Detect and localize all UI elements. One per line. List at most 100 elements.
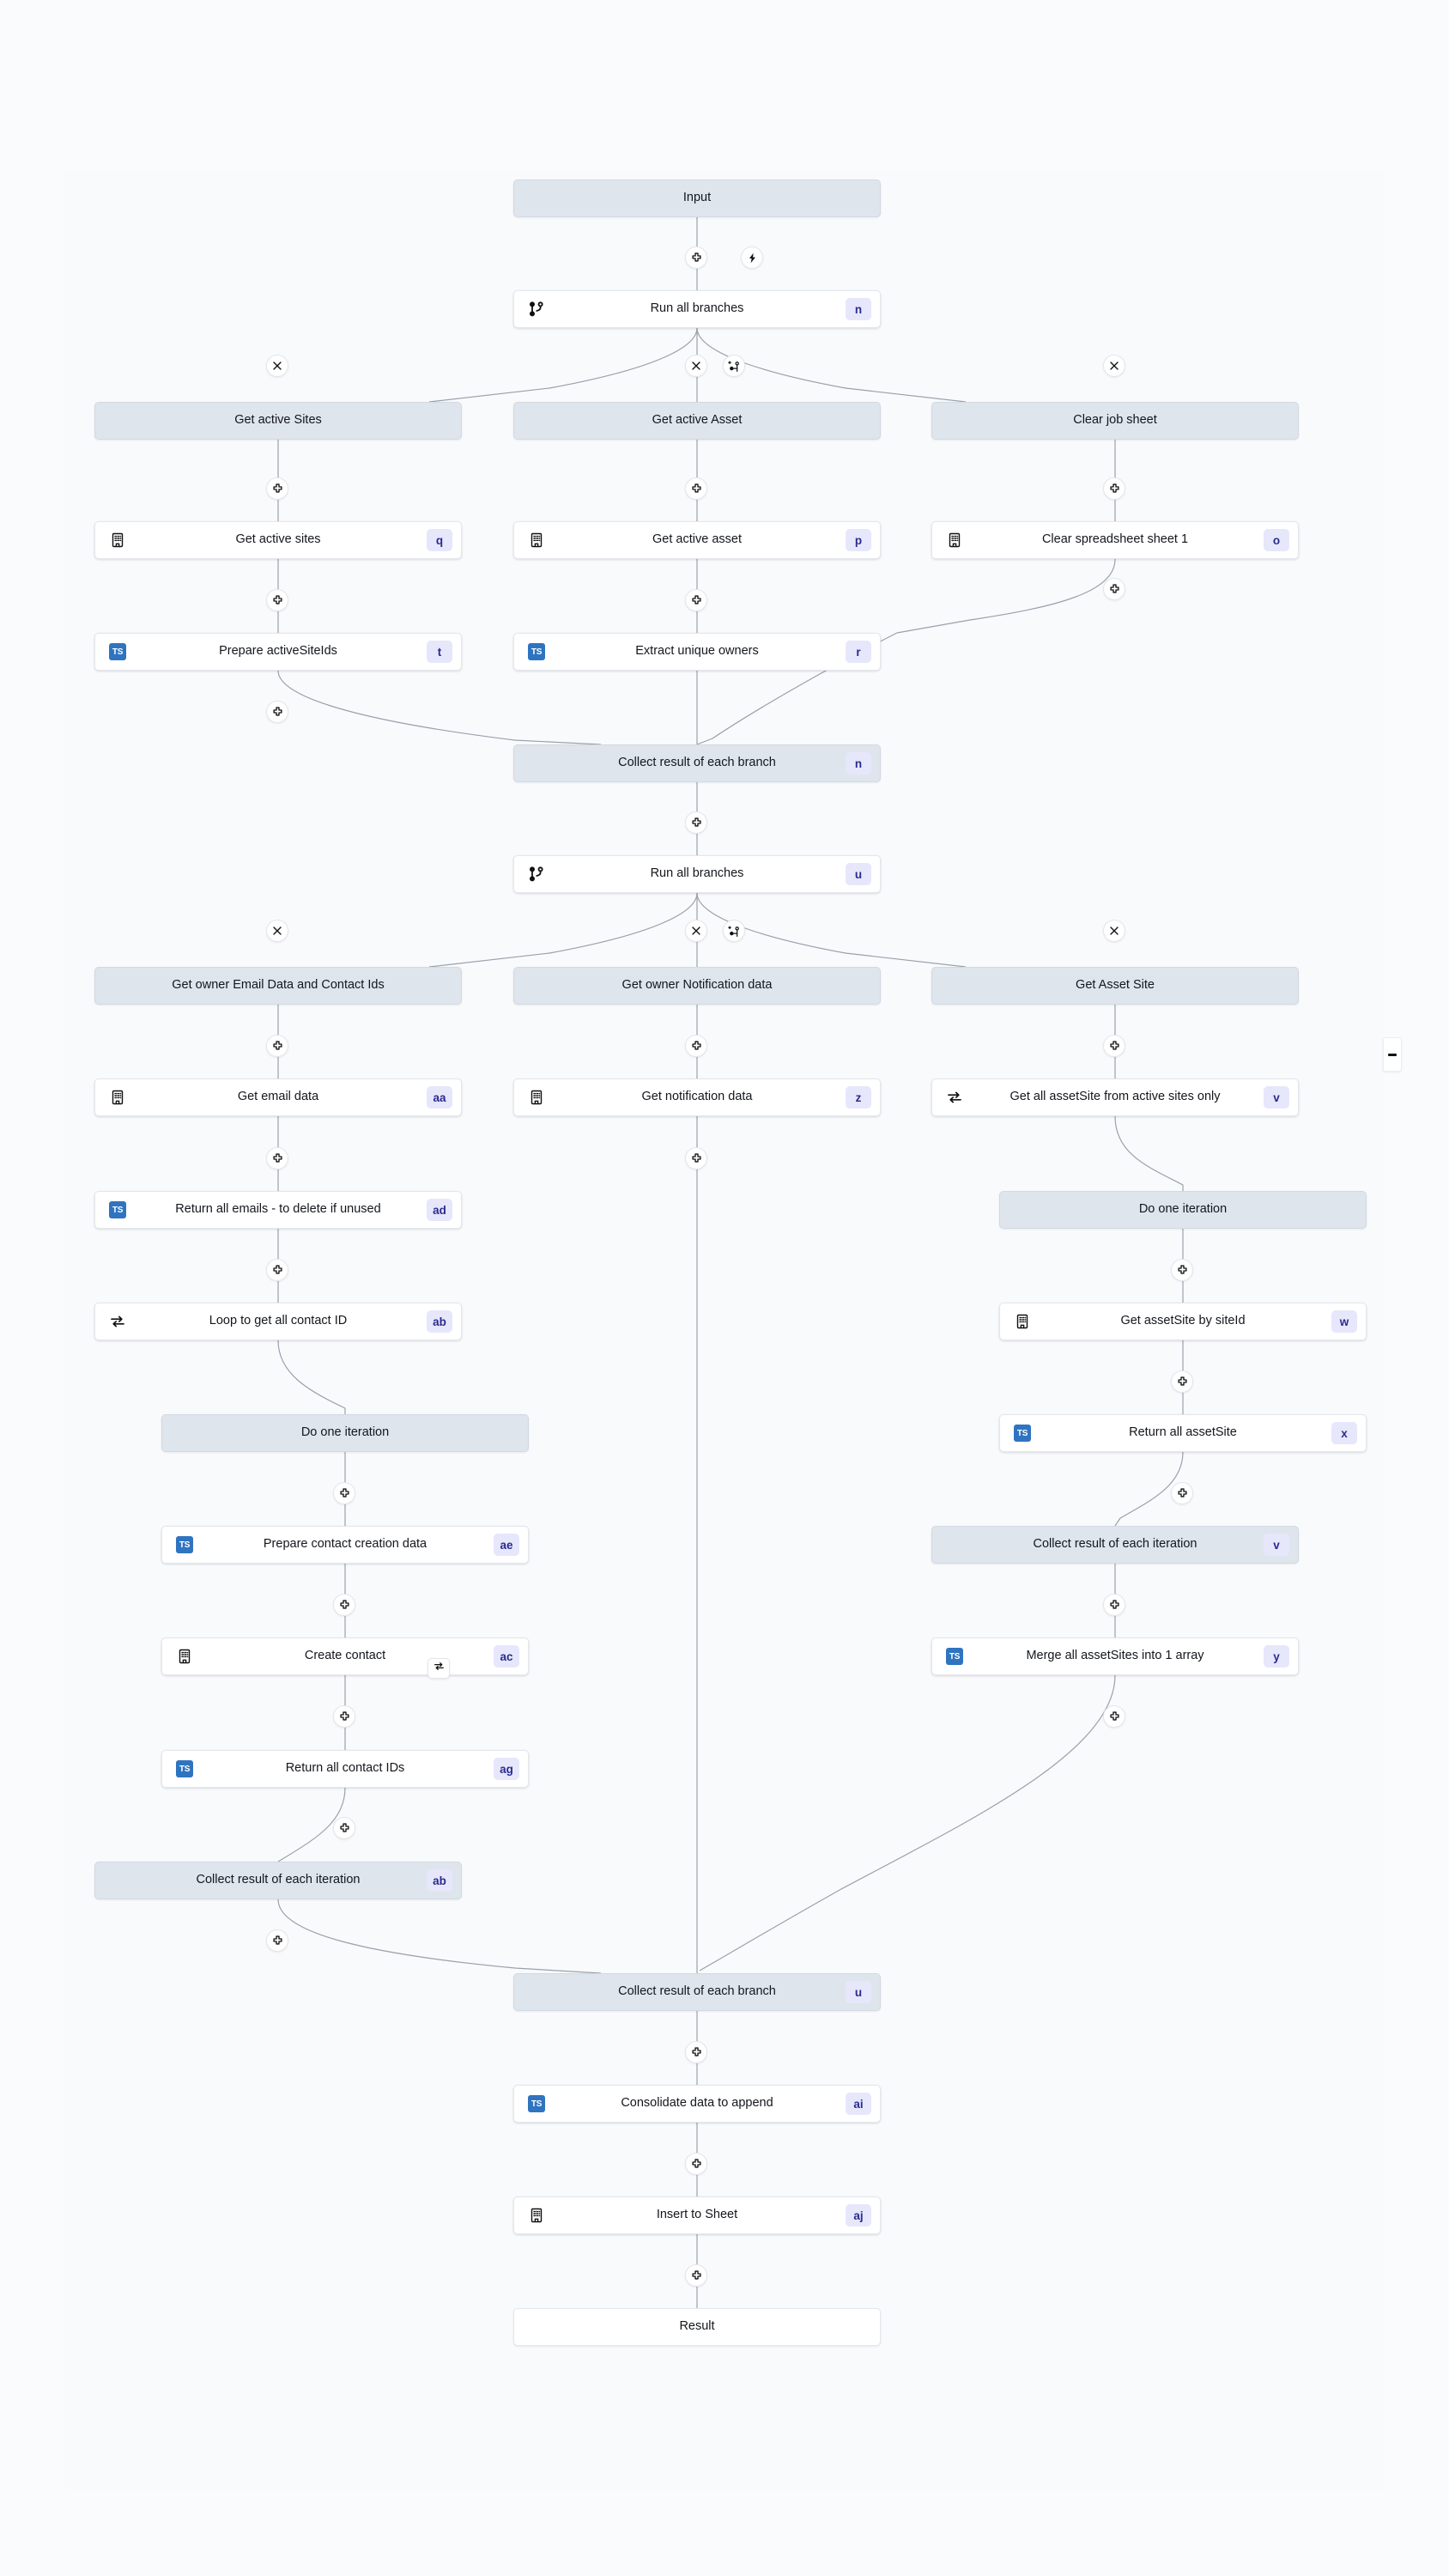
zoom-out-button[interactable] <box>1383 1037 1402 1072</box>
node-badge[interactable]: v <box>1264 1086 1289 1109</box>
handle-add-branch-h-b1-addbranch[interactable] <box>723 355 745 377</box>
handle-close-h-b2-x-right[interactable] <box>1103 920 1125 942</box>
node-badge[interactable]: v <box>1264 1534 1289 1556</box>
handle-add-h-assetsite-add[interactable] <box>1103 1035 1125 1057</box>
handle-close-h-b1-x-right[interactable] <box>1103 355 1125 377</box>
node-badge[interactable]: ae <box>494 1534 519 1556</box>
handle-add-h-notif-add[interactable] <box>685 1035 707 1057</box>
handle-add-h-clear-add[interactable] <box>1103 477 1125 500</box>
node-badge[interactable]: ab <box>427 1869 452 1892</box>
node-clear_sheet1[interactable]: Clear spreadsheet sheet 1 o <box>931 521 1299 559</box>
handle-add-h-loopcontact-add[interactable] <box>266 1259 288 1281</box>
node-badge[interactable]: ag <box>494 1758 519 1780</box>
node-badge[interactable]: w <box>1331 1310 1357 1333</box>
node-grp_active_sites[interactable]: Get active Sites <box>94 402 462 440</box>
node-badge[interactable]: aj <box>846 2204 871 2227</box>
handle-add-h-clearsheet-add[interactable] <box>1103 578 1125 600</box>
handle-add-h-collectu-add[interactable] <box>685 2041 707 2063</box>
node-badge[interactable]: u <box>846 1981 871 2003</box>
handle-add-h-doiterR-add[interactable] <box>1171 1259 1193 1281</box>
handle-add-h-insertsheet-add[interactable] <box>685 2264 707 2287</box>
handle-add-h-retassetsite-add[interactable] <box>1171 1482 1193 1504</box>
node-run_branches_n[interactable]: Run all branches n <box>513 290 881 328</box>
handle-add-h-prep-add[interactable] <box>266 701 288 723</box>
handle-add-h-email-add[interactable] <box>266 1035 288 1057</box>
handle-add-h-merge-add[interactable] <box>1103 1705 1125 1728</box>
node-badge[interactable]: r <box>846 641 871 663</box>
handle-add-h-doiterL-add[interactable] <box>333 1482 355 1504</box>
handle-add-h-owners-add[interactable] <box>685 589 707 611</box>
handle-add-h-siteids-add[interactable] <box>266 589 288 611</box>
handle-close-h-b1-x-left[interactable] <box>266 355 288 377</box>
handle-add-h-consolidate-add[interactable] <box>685 2153 707 2175</box>
node-label: Run all branches <box>650 302 744 316</box>
node-badge[interactable]: ac <box>494 1645 519 1668</box>
node-grp_asset_site[interactable]: Get Asset Site <box>931 967 1299 1005</box>
handle-add-h-input-add[interactable] <box>685 246 707 269</box>
node-result[interactable]: Result <box>513 2308 881 2346</box>
handle-add-h-collectn-add[interactable] <box>685 811 707 834</box>
handle-add-h-collectab-add[interactable] <box>266 1929 288 1952</box>
node-do_iter_right[interactable]: Do one iteration <box>999 1191 1367 1229</box>
node-badge[interactable]: p <box>846 529 871 551</box>
node-badge[interactable]: u <box>846 863 871 885</box>
node-badge[interactable]: aa <box>427 1086 452 1109</box>
retry-loop-badge[interactable] <box>427 1658 450 1679</box>
node-badge[interactable]: n <box>846 752 871 775</box>
node-badge[interactable]: x <box>1331 1422 1357 1444</box>
node-grp_owner_email[interactable]: Get owner Email Data and Contact Ids <box>94 967 462 1005</box>
node-label: Clear spreadsheet sheet 1 <box>1041 533 1189 547</box>
handle-add-h-collectv-add[interactable] <box>1103 1594 1125 1616</box>
node-input[interactable]: Input <box>513 179 881 217</box>
node-badge[interactable]: z <box>846 1086 871 1109</box>
handle-add-h-asset-add[interactable] <box>685 477 707 500</box>
handle-add-h-retemails-add[interactable] <box>266 1147 288 1170</box>
handle-add-h-retcontact-add[interactable] <box>333 1817 355 1839</box>
handle-add-h-sites-add[interactable] <box>266 477 288 500</box>
node-badge[interactable]: n <box>846 298 871 320</box>
handle-bolt-h-input-bolt[interactable] <box>741 246 763 269</box>
handle-add-h-notifdata-add[interactable] <box>685 1147 707 1170</box>
handle-close-h-b1-x-mid[interactable] <box>685 355 707 377</box>
handle-add-h-createcontact-add[interactable] <box>333 1705 355 1728</box>
handle-add-h-prepcontact-add[interactable] <box>333 1594 355 1616</box>
node-do_iter_left[interactable]: Do one iteration <box>161 1414 529 1452</box>
node-badge[interactable]: q <box>427 529 452 551</box>
node-badge[interactable]: ad <box>427 1199 452 1221</box>
handle-close-h-b2-x-left[interactable] <box>266 920 288 942</box>
node-get_all_assetsite[interactable]: Get all assetSite from active sites only… <box>931 1078 1299 1116</box>
node-badge[interactable]: t <box>427 641 452 663</box>
handle-add-h-assetsiteby-add[interactable] <box>1171 1370 1193 1393</box>
node-badge[interactable]: ai <box>846 2093 871 2115</box>
node-grp_active_asset[interactable]: Get active Asset <box>513 402 881 440</box>
handle-close-h-b2-x-mid[interactable] <box>685 920 707 942</box>
node-grp_owner_notif[interactable]: Get owner Notification data <box>513 967 881 1005</box>
node-badge[interactable]: o <box>1264 529 1289 551</box>
node-badge[interactable]: y <box>1264 1645 1289 1668</box>
node-badge[interactable]: ab <box>427 1310 452 1333</box>
node-grp_clear_job[interactable]: Clear job sheet <box>931 402 1299 440</box>
handle-add-branch-h-b2-addbranch[interactable] <box>723 920 745 942</box>
